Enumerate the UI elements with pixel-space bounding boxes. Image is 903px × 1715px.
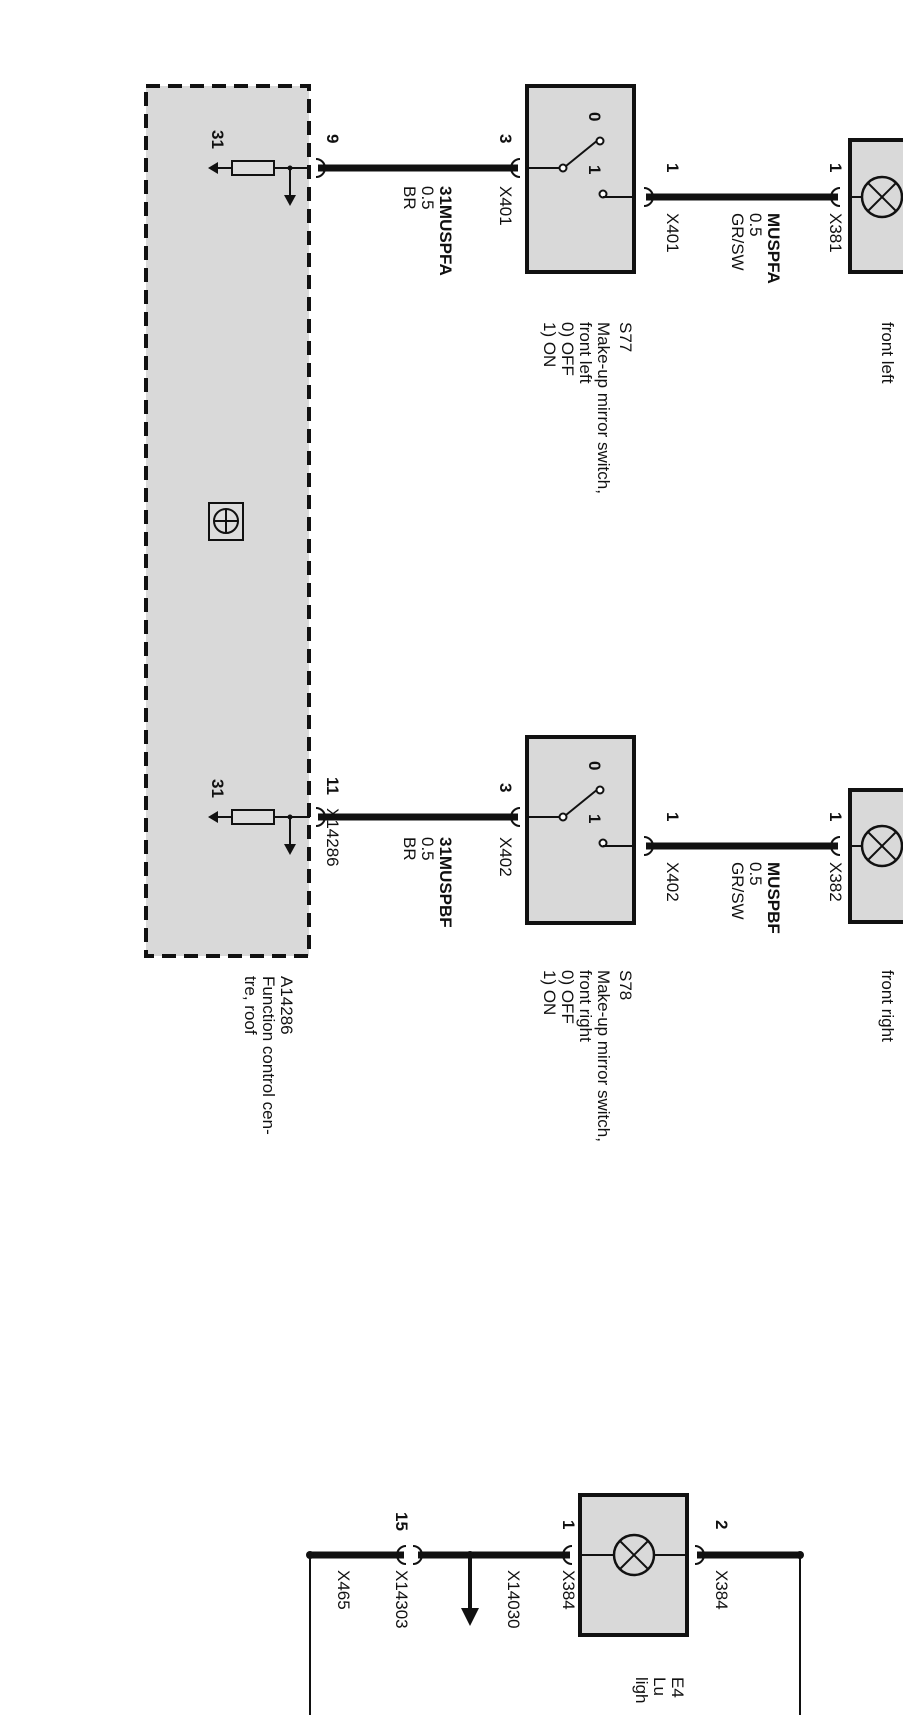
switch-s78-symbol [527, 785, 634, 848]
s78-desc-4: 1) ON [540, 970, 559, 1015]
control-centre-id: A14286 [277, 976, 296, 1035]
s78-pin-3: 3 [496, 783, 515, 792]
connector-x14286-label: X14286 [323, 808, 342, 867]
e4-label-1: Lu [650, 1677, 669, 1696]
s77-connector-out: X401 [663, 213, 682, 253]
switch-s78-box [525, 735, 636, 925]
ground-circuit-bottom [208, 809, 310, 855]
s77-id: S77 [616, 322, 635, 352]
wire-muspfa-name: MUSPFA [764, 213, 783, 284]
ground-circuit-top [208, 160, 310, 206]
lamp-front-left-icon [850, 175, 903, 219]
s77-desc-1: Make-up mirror switch, [594, 322, 613, 494]
switch-s77-box [525, 84, 636, 274]
s78-desc-3: 0) OFF [558, 970, 577, 1024]
s78-id: S78 [616, 970, 635, 1000]
s77-pin-1: 1 [663, 163, 682, 172]
wire-muspbf-name: MUSPBF [764, 862, 783, 934]
wire-31muspbf-color: BR [400, 837, 419, 861]
e4-connector-left: X384 [559, 1570, 578, 1610]
s77-desc-2: front left [576, 322, 595, 384]
chain-pin-15: 15 [392, 1512, 411, 1531]
switch-s77-symbol [527, 136, 634, 199]
s78-pos-0: 0 [585, 761, 604, 770]
wire-muspfa-size: 0.5 [746, 213, 765, 237]
wire-muspbf-color: GR/SW [728, 862, 747, 920]
s78-desc-2: front right [576, 970, 595, 1042]
wire-31muspbf-name: 31MUSPBF [436, 837, 455, 928]
lamp-e4-box [578, 1493, 689, 1637]
e4-id: E4 [668, 1677, 687, 1698]
control-unit-logo-icon [208, 502, 244, 541]
lamp-left-pin: 1 [826, 163, 845, 172]
wire-muspbf-size: 0.5 [746, 862, 765, 886]
s78-pin-1: 1 [663, 812, 682, 821]
s78-connector-in: X402 [496, 837, 515, 877]
lamp-left-label: front left [878, 322, 897, 384]
pin-9-label: 9 [323, 134, 342, 143]
chain-connector-x465: X465 [334, 1570, 353, 1610]
lamp-right-connector: X382 [826, 862, 845, 902]
lamp-right-label: front right [878, 970, 897, 1042]
s77-pos-0: 0 [585, 112, 604, 121]
s77-desc-4: 1) ON [540, 322, 559, 367]
control-centre-name-1: Function control cen- [259, 976, 278, 1135]
s77-connector-in: X401 [496, 186, 515, 226]
s77-pin-3: 3 [496, 134, 515, 143]
s78-connector-out: X402 [663, 862, 682, 902]
ground-pin-label-bottom: 31 [208, 779, 227, 798]
pin-11-label: 11 [323, 777, 342, 795]
chain-connector-x14030: X14030 [504, 1570, 523, 1629]
lamp-front-right-box [848, 788, 903, 924]
s78-pos-1: 1 [585, 814, 604, 823]
chain-connector-x14303: X14303 [392, 1570, 411, 1629]
lamp-e4-icon [580, 1533, 687, 1577]
lamp-front-right-icon [850, 824, 903, 868]
e4-pin-2: 2 [712, 1520, 731, 1529]
lamp-left-connector: X381 [826, 213, 845, 253]
wire-muspfa-color: GR/SW [728, 213, 747, 271]
s77-pos-1: 1 [585, 165, 604, 174]
control-centre-name-2: tre, roof [241, 976, 260, 1035]
wire-31muspfa-color: BR [400, 186, 419, 210]
s77-desc-3: 0) OFF [558, 322, 577, 376]
ground-pin-label-top: 31 [208, 130, 227, 149]
e4-label-2: ligh [632, 1677, 651, 1703]
labels: 31 31 9 11 X14286 A14286 Function contro… [208, 112, 897, 1703]
e4-pin-1: 1 [559, 1520, 578, 1529]
wire-31muspbf-size: 0.5 [418, 837, 437, 861]
lamp-right-pin: 1 [826, 812, 845, 821]
wire-31muspfa-size: 0.5 [418, 186, 437, 210]
s78-desc-1: Make-up mirror switch, [594, 970, 613, 1142]
wire-31muspfa-name: 31MUSPFA [436, 186, 455, 276]
e4-connector-right: X384 [712, 1570, 731, 1610]
lamp-front-left-box [848, 138, 903, 274]
